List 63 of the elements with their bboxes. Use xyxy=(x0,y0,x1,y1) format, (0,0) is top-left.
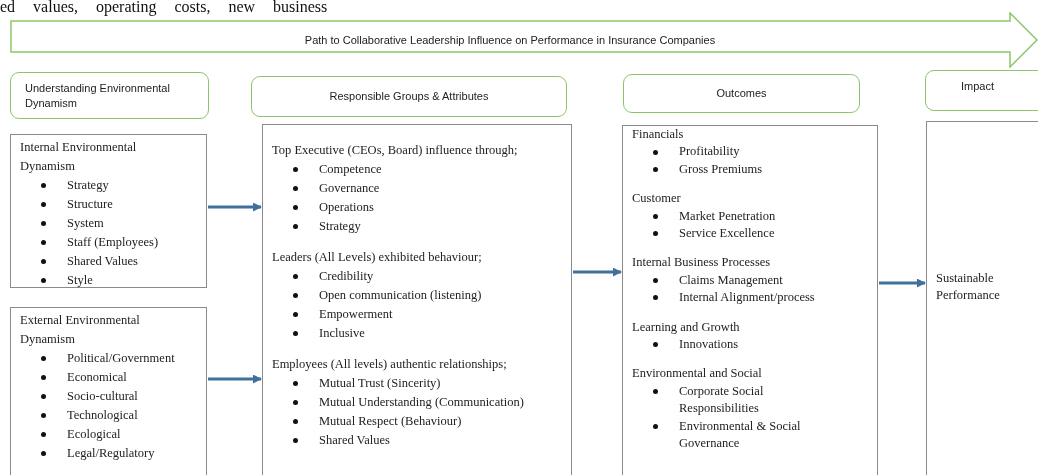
bullet-text: Shared Values xyxy=(319,433,390,447)
bullet-text: Structure xyxy=(67,197,113,211)
content-box xyxy=(926,121,1038,475)
group-heading: Top Executive (CEOs, Board) influence through; xyxy=(272,142,519,159)
header-box xyxy=(925,70,1038,111)
group-heading: External Environmental Dynamism xyxy=(20,312,141,348)
header-text: Outcomes xyxy=(716,86,767,101)
content-box xyxy=(262,124,572,475)
bullet-text: Economical xyxy=(67,370,127,384)
header-box xyxy=(251,76,567,117)
arrow xyxy=(208,374,262,384)
header-box xyxy=(623,74,860,113)
group-heading: Customer xyxy=(632,190,682,208)
bullet-text: Environmental & Social Governance xyxy=(679,418,801,451)
bullet-text: Gross Premiums xyxy=(679,161,762,176)
bullet-text: Shared Values xyxy=(67,254,138,268)
arrow xyxy=(208,202,262,212)
bullet-text: Governance xyxy=(319,181,380,195)
header-box xyxy=(10,72,209,119)
bullet-text: Profitability xyxy=(679,144,740,159)
bullet-text: Empowerment xyxy=(319,307,393,321)
text-fragment: ed values, operating costs, new business xyxy=(0,0,329,14)
bullet-text: Ecological xyxy=(67,427,121,441)
bullet-text: Mutual Respect (Behaviour) xyxy=(319,414,462,428)
bullet-text: Legal/Regulatory xyxy=(67,446,155,460)
arrow xyxy=(573,267,622,277)
bullet-text: Socio-cultural xyxy=(67,389,138,403)
content-box xyxy=(622,125,878,475)
bullet-text: Market Penetration xyxy=(679,208,776,223)
content-box xyxy=(10,134,207,288)
bullet-text: System xyxy=(67,216,104,230)
bullet-text: Technological xyxy=(67,408,138,422)
header-text: Responsible Groups & Attributes xyxy=(329,89,489,104)
bullet-text: Inclusive xyxy=(319,326,365,340)
bullet-text: Corporate Social Responsibilities xyxy=(679,383,764,416)
bullet-text: Open communication (listening) xyxy=(319,288,482,302)
group-heading: Employees (All levels) authentic relationships; xyxy=(272,356,508,373)
group-heading: Internal Business Processes xyxy=(632,254,772,272)
header-text: Understanding Environmental Dynamism xyxy=(25,80,171,111)
bullet-text: Innovations xyxy=(679,337,739,352)
arrow xyxy=(879,278,926,288)
group-heading: Financials xyxy=(632,126,685,143)
group-heading: Sustainable Performance xyxy=(936,270,1001,304)
bullet-text: Staff (Employees) xyxy=(67,235,159,249)
header-text: Impact xyxy=(961,79,994,94)
bullet-text: Credibility xyxy=(319,269,374,283)
bullet-text: Internal Alignment/process xyxy=(679,290,815,305)
bullet-text: Claims Management xyxy=(679,272,783,287)
banner-text: Path to Collaborative Leadership Influence on Performance in Insurance Companies xyxy=(304,34,716,46)
group-heading: Leaders (All Levels) exhibited behaviour; xyxy=(272,249,483,266)
group-heading: Environmental and Social xyxy=(632,365,763,383)
bullet-text: Strategy xyxy=(67,178,109,192)
group-heading: Internal Environmental Dynamism xyxy=(20,139,138,175)
group-heading: Learning and Growth xyxy=(632,318,741,336)
bullet-text: Service Excellence xyxy=(679,226,775,241)
bullet-text: Operations xyxy=(319,200,374,214)
content-box xyxy=(10,307,207,475)
bullet-text: Style xyxy=(67,273,93,287)
bullet-text: Political/Government xyxy=(67,351,175,365)
bullet-text: Strategy xyxy=(319,219,361,233)
bullet-text: Mutual Understanding (Communication) xyxy=(319,395,524,409)
bullet-text: Mutual Trust (Sincerity) xyxy=(319,376,441,390)
bullet-text: Competence xyxy=(319,162,382,176)
